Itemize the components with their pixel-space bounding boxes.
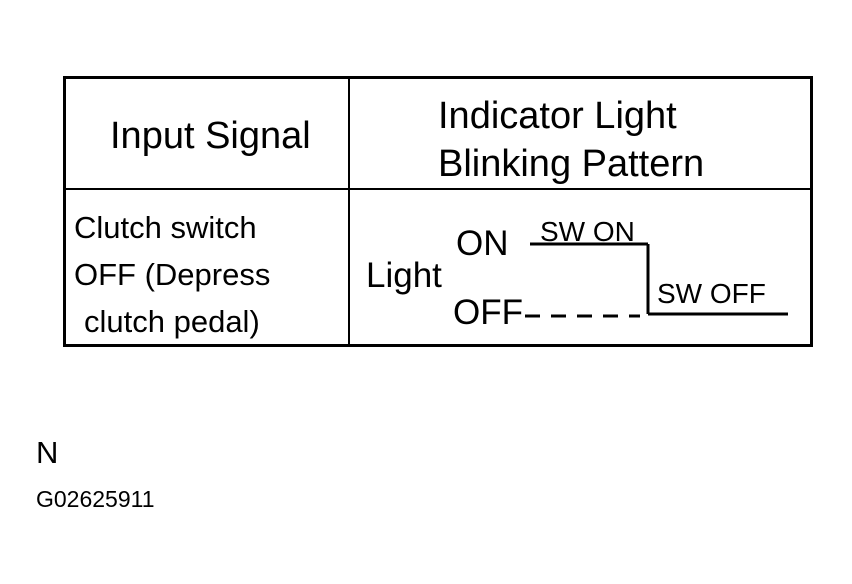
off-level-label: OFF [453, 293, 523, 332]
figure-code: G02625911 [36, 486, 155, 512]
header-input-signal: Input Signal [110, 115, 311, 157]
light-axis-label: Light [366, 256, 442, 295]
condition-line-1: Clutch switch [74, 210, 257, 245]
on-level-label: ON [456, 224, 509, 263]
row-divider [66, 188, 810, 190]
column-divider [348, 79, 350, 344]
sw-on-label: SW ON [540, 216, 635, 247]
condition-line-2: OFF (Depress [74, 257, 271, 292]
condition-line-3: clutch pedal) [84, 304, 260, 339]
figure-letter: N [36, 435, 59, 470]
signal-table: Input Signal Indicator Light Blinking Pa… [63, 76, 813, 347]
header-indicator-light: Indicator Light [438, 95, 677, 137]
header-blinking-pattern: Blinking Pattern [438, 143, 705, 185]
sw-off-label: SW OFF [657, 278, 766, 309]
